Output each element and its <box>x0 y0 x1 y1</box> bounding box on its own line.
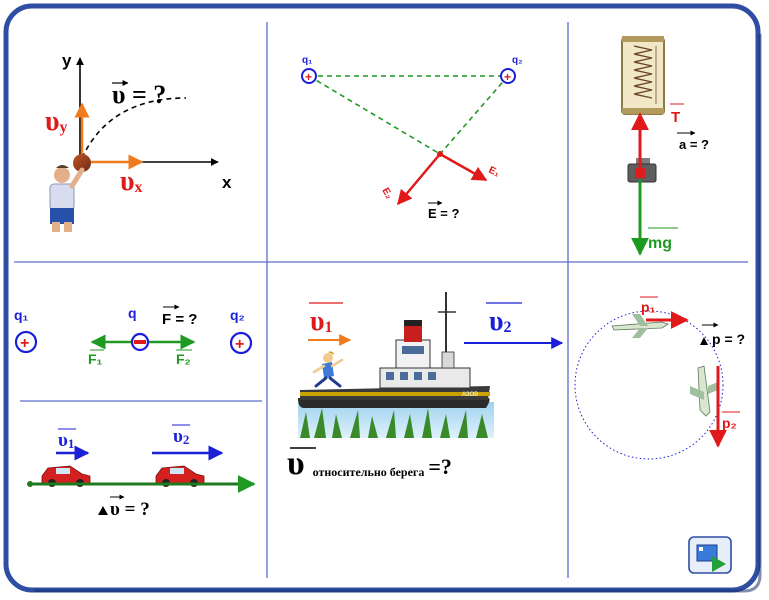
svg-text:+: + <box>235 336 244 353</box>
car2-velocity-label: υ2 <box>173 426 189 447</box>
q1-label: q₁ <box>302 55 312 66</box>
e2-label: E₂ <box>379 186 394 201</box>
car2-velocity-sub: 2 <box>183 432 190 447</box>
trajectory-path <box>81 97 187 159</box>
road-start-dot <box>27 481 33 487</box>
panel-charges-field: + + q₁ q₂ E₁ E₂ E = ? <box>301 55 523 221</box>
charge-q-negative <box>130 332 150 352</box>
boat-velocity-letter: υ <box>489 306 504 337</box>
runner-illustration <box>312 351 344 388</box>
boat-velocity-sub: 2 <box>504 319 512 336</box>
panel-projectile: y x υ = ? υy υx <box>45 51 232 232</box>
acceleration-question: a = ? <box>679 137 709 152</box>
panel-cars: υ1 υ2 υ = ? <box>27 424 256 520</box>
p1-label: p₁ <box>641 299 656 315</box>
charge-q2: + <box>500 68 516 84</box>
basketball-player-illustration <box>49 154 91 232</box>
relative-velocity-question: υ относительно берега =? <box>287 445 452 482</box>
vy-label: υy <box>45 106 68 137</box>
y-axis-label: y <box>62 51 72 70</box>
vx-letter: υ <box>120 166 135 197</box>
car1-velocity-letter: υ <box>58 430 68 451</box>
panel-boat: υ1 υ2 <box>287 292 564 482</box>
p2-label: p₂ <box>722 415 737 431</box>
airplane-top-illustration <box>611 314 669 338</box>
charge-q1-positive: + <box>14 330 38 354</box>
spring-scale-illustration <box>621 36 665 183</box>
momentum-delta-symbol <box>700 337 708 345</box>
force-question: F = ? <box>162 311 197 328</box>
delta-symbol <box>98 506 108 515</box>
velocity-question-text: υ = ? <box>112 80 166 109</box>
charge-q1: + <box>301 68 317 84</box>
runner-velocity-sub: 1 <box>325 319 333 336</box>
panel-coulomb: q₁ + q F = ? F₁ F₂ q₂ + <box>14 304 253 367</box>
q2-label: q₂ <box>512 55 523 66</box>
grid-dividers <box>14 22 748 578</box>
e2-arrow <box>397 153 441 206</box>
charge-link-left <box>308 75 441 155</box>
f2-label: F₂ <box>176 351 191 367</box>
e1-arrow <box>439 152 488 182</box>
vy-sub: y <box>60 119 68 136</box>
charge-q2-positive: + <box>229 331 253 355</box>
velocity-question: υ = ? <box>112 80 166 109</box>
e1-label: E₁ <box>487 165 501 180</box>
relative-v-letter: υ <box>287 445 305 482</box>
panel-momentum: p₁ p₂ p = ? <box>574 296 745 460</box>
airplane-right-illustration <box>690 365 718 417</box>
f1-label: F₁ <box>88 351 103 367</box>
gravity-label: mg <box>648 235 672 252</box>
film-icon-button[interactable] <box>688 536 732 574</box>
vx-sub: x <box>135 179 143 196</box>
svg-text:+: + <box>20 335 29 352</box>
relative-v-question: =? <box>428 454 452 479</box>
car1-velocity-sub: 1 <box>68 436 75 451</box>
car1-velocity-label: υ1 <box>58 430 74 451</box>
frame-shadow <box>34 34 762 593</box>
panel-spring-scale: T a = ? mg <box>621 36 709 256</box>
delta-v-question: υ = ? <box>110 499 150 520</box>
svg-text:+: + <box>305 70 312 84</box>
q-charge-label: q <box>128 305 137 321</box>
vy-letter: υ <box>45 106 60 137</box>
momentum-question: p = ? <box>712 331 745 347</box>
flight-circle <box>574 310 724 460</box>
svg-text:+: + <box>504 70 511 84</box>
q1-charge-label: q₁ <box>14 307 29 323</box>
car2-velocity-letter: υ <box>173 426 183 447</box>
vx-label: υx <box>120 166 143 197</box>
runner-velocity-letter: υ <box>310 306 325 337</box>
relative-v-text: относительно берега <box>313 465 425 479</box>
e-question: E = ? <box>428 206 459 221</box>
film-icon <box>699 547 703 551</box>
tension-label: T <box>671 109 680 126</box>
tugboat-illustration: АЗОВ <box>298 292 494 438</box>
runner-velocity-label: υ1 <box>310 306 333 337</box>
x-axis-label: x <box>222 173 232 192</box>
boat-name-label: АЗОВ <box>462 392 478 398</box>
q2-charge-label: q₂ <box>230 307 245 323</box>
boat-velocity-label: υ2 <box>489 306 512 337</box>
